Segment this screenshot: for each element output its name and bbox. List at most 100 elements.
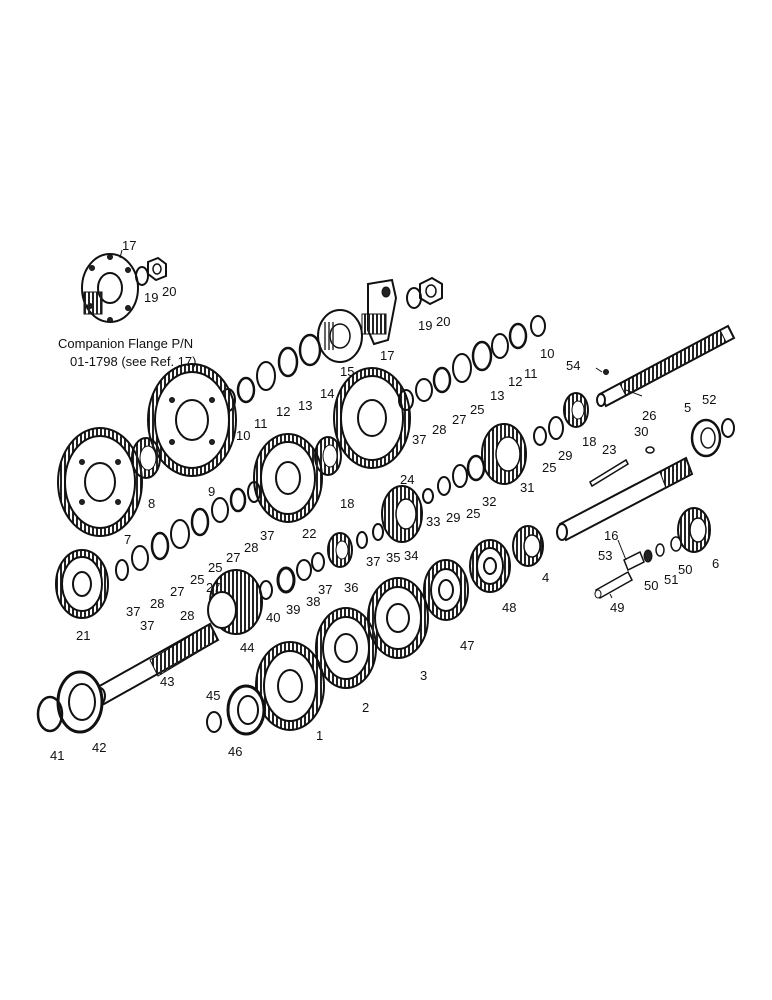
callout-43: 43 xyxy=(160,674,174,689)
ring-28c xyxy=(229,487,247,513)
callout-35: 35 xyxy=(386,550,400,565)
gear-3 xyxy=(367,577,429,659)
ring-38 xyxy=(296,559,312,581)
needle-bearing-36 xyxy=(327,532,353,568)
callout-33: 33 xyxy=(426,514,440,529)
callout-52: 52 xyxy=(702,392,716,407)
gear-7 xyxy=(57,427,143,537)
gear-6 xyxy=(677,507,711,553)
ring-25d xyxy=(452,464,468,488)
pin-30 xyxy=(645,446,655,454)
callout-4: 4 xyxy=(542,570,549,585)
callout-28b: 28 xyxy=(244,540,258,555)
callout-30: 30 xyxy=(634,424,648,439)
ring-50b xyxy=(670,536,682,552)
bevel-gear-31 xyxy=(481,423,527,485)
callout-28c: 28 xyxy=(150,596,164,611)
ring-25c xyxy=(170,519,190,549)
callout-25d: 25 xyxy=(466,506,480,521)
ring-25b xyxy=(533,426,547,446)
ring-28d xyxy=(131,545,149,571)
gear-48 xyxy=(469,539,511,593)
callout-27a: 27 xyxy=(452,412,466,427)
callout-46: 46 xyxy=(228,744,242,759)
callout-25e: 25 xyxy=(190,572,204,587)
callout-38: 38 xyxy=(306,594,320,609)
ring-12a xyxy=(256,361,276,391)
ring-45 xyxy=(206,711,222,733)
callout-40: 40 xyxy=(266,610,280,625)
gear-21 xyxy=(55,549,109,619)
callout-12b: 12 xyxy=(508,374,522,389)
bearing-46 xyxy=(226,684,266,736)
callout-23: 23 xyxy=(602,442,616,457)
callout-26: 26 xyxy=(642,408,656,423)
ring-32 xyxy=(466,454,486,482)
yoke-17 xyxy=(361,278,398,346)
callout-54: 54 xyxy=(566,358,580,373)
ring-37e xyxy=(247,481,261,503)
callout-21: 21 xyxy=(76,628,90,643)
ring-41 xyxy=(36,695,64,733)
ring-37f xyxy=(115,559,129,581)
ring-28a xyxy=(415,378,433,402)
key-23 xyxy=(589,458,629,488)
callout-19b: 19 xyxy=(418,318,432,333)
shaft-26 xyxy=(596,324,736,408)
callout-27c: 27 xyxy=(170,584,184,599)
bearing-42 xyxy=(56,670,104,734)
callout-53: 53 xyxy=(598,548,612,563)
callout-22: 22 xyxy=(302,526,316,541)
callout-29b: 29 xyxy=(446,510,460,525)
shaft-43 xyxy=(94,622,220,706)
gear-1 xyxy=(255,641,325,731)
gear-2 xyxy=(315,607,377,689)
callout-25c: 25 xyxy=(208,560,222,575)
callout-11a: 11 xyxy=(254,416,268,431)
callout-28a: 28 xyxy=(432,422,446,437)
callout-39: 39 xyxy=(286,602,300,617)
callout-41: 41 xyxy=(50,748,64,763)
callout-8: 8 xyxy=(148,496,155,511)
ring-10b xyxy=(530,315,546,337)
ring-27c xyxy=(211,497,229,523)
gear-9 xyxy=(147,363,237,477)
callout-2: 2 xyxy=(362,700,369,715)
callout-25b: 25 xyxy=(542,460,556,475)
callout-28d: 28 xyxy=(180,608,194,623)
ring-12b xyxy=(491,333,509,359)
callout-37d: 37 xyxy=(318,582,332,597)
ring-27d xyxy=(150,531,170,561)
ring-37c xyxy=(356,531,368,549)
callout-37a: 37 xyxy=(412,432,426,447)
callout-20a: 20 xyxy=(162,284,176,299)
ring-27a xyxy=(432,366,452,394)
callout-27d: 27 xyxy=(206,580,220,595)
callout-19a: 19 xyxy=(144,290,158,305)
gear-44 xyxy=(207,569,263,635)
callout-17b: 17 xyxy=(380,348,394,363)
callout-6: 6 xyxy=(712,556,719,571)
ring-51 xyxy=(655,543,665,557)
callout-32: 32 xyxy=(482,494,496,509)
bevel-gear-34 xyxy=(381,485,423,543)
callout-15: 15 xyxy=(340,364,354,379)
callout-18b: 18 xyxy=(340,496,354,511)
callout-5: 5 xyxy=(684,400,691,415)
callout-45: 45 xyxy=(206,688,220,703)
callout-44: 44 xyxy=(240,640,254,655)
callout-36: 36 xyxy=(344,580,358,595)
nut-20b xyxy=(419,276,443,306)
callout-18a: 18 xyxy=(582,434,596,449)
ring-13b xyxy=(471,340,493,372)
callout-37f: 37 xyxy=(140,618,154,633)
callout-labels: 17 19 20 19 20 17 15 14 13 12 11 10 9 8 … xyxy=(50,238,719,763)
callout-14: 14 xyxy=(320,386,334,401)
ring-14 xyxy=(298,333,322,367)
ring-25e xyxy=(190,507,210,537)
callout-50b: 50 xyxy=(678,562,692,577)
callout-42: 42 xyxy=(92,740,106,755)
callout-47: 47 xyxy=(460,638,474,653)
callout-34: 34 xyxy=(404,548,418,563)
